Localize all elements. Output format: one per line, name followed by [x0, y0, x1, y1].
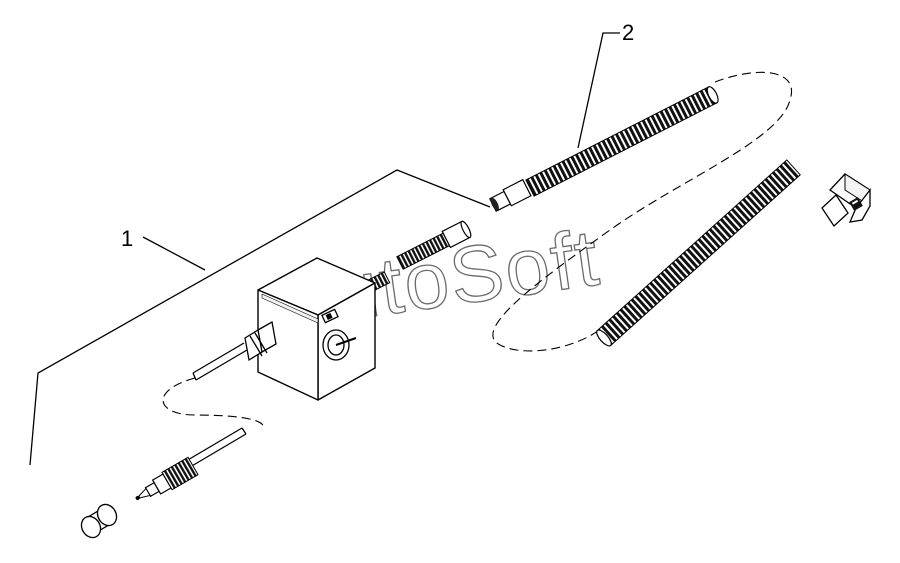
callout-1-label: 1: [121, 226, 133, 251]
probe-tip-icon: [135, 456, 199, 500]
lower-corrugated-hose: [596, 159, 801, 347]
wire-lead-icon: [192, 342, 248, 381]
lower-wire-lead: [180, 427, 247, 471]
upper-corrugated-hose: [525, 86, 719, 197]
callout-2-leader: [577, 32, 620, 149]
callout-2-label: 2: [622, 20, 634, 45]
selector-knob-icon: [321, 308, 357, 361]
callout-1-leader: [29, 169, 491, 466]
threaded-connector-middle: [396, 220, 472, 270]
cable-gland-icon: [244, 320, 277, 362]
dashed-routing-lines: [162, 71, 793, 431]
elbow-fitting-icon: [821, 173, 871, 227]
end-cap-icon: [80, 503, 118, 539]
upper-hose-end-fitting: [489, 178, 532, 213]
